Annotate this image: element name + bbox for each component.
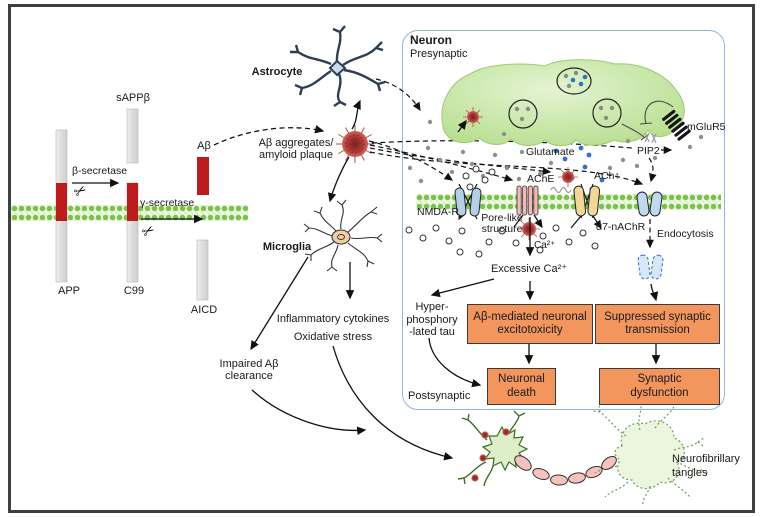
neuron-title: Neuron xyxy=(410,33,452,47)
synaptic-vesicles xyxy=(508,67,622,129)
tangles-label: Neurofibrillary tangles xyxy=(672,453,740,479)
excitotoxicity-box: Aβ-mediated neuronal excitotoxicity xyxy=(467,304,593,344)
abeta-deposits xyxy=(471,428,510,482)
presynaptic-label: Presynaptic xyxy=(410,48,468,60)
postsynaptic-label: Postsynaptic xyxy=(408,390,471,402)
aicd-label: AICD xyxy=(190,304,218,316)
nmda-receptor xyxy=(455,183,482,219)
neuron-box-outline xyxy=(402,30,725,410)
calcium-ions xyxy=(405,165,599,258)
microglia-cell xyxy=(303,199,383,272)
axon-swellings xyxy=(514,455,617,486)
endocytosis-label: Endocytosis xyxy=(657,228,714,240)
abeta-particle-terminal xyxy=(463,107,483,127)
cascade-arrows xyxy=(428,217,661,388)
presynaptic-terminal xyxy=(441,59,691,147)
sappb-label: sAPPβ xyxy=(116,92,150,104)
tangle-neuron xyxy=(592,393,709,506)
pore-label: Pore-like structure xyxy=(481,212,523,235)
oxidative-label: Oxidative stress xyxy=(293,331,373,343)
synaptic-dysfunction-box: Synaptic dysfunction xyxy=(599,368,720,405)
figure-frame xyxy=(8,4,755,513)
glutamate-label: Glutamate xyxy=(526,146,575,158)
microglia-label: Microglia xyxy=(262,241,312,253)
neuronal-death-box: Neuronal death xyxy=(487,368,556,405)
mglur5-label: mGluR5 xyxy=(687,121,726,133)
ache-label: AChE xyxy=(527,173,555,185)
app-label: APP xyxy=(57,285,81,297)
ache-complex xyxy=(550,167,578,194)
astrocyte-cell xyxy=(290,25,386,107)
abeta-label: Aβ xyxy=(197,140,211,152)
vesicle-glutamate-dots xyxy=(514,70,615,122)
nmdar-label: NMDA-R xyxy=(417,206,459,218)
app-bars xyxy=(55,108,209,301)
pip2-label: PIP2 xyxy=(637,145,660,157)
c99-label: C99 xyxy=(123,285,145,297)
pathway-arrows xyxy=(72,125,325,224)
endocytosis-receptor xyxy=(636,191,663,217)
a7-nachr-receptor xyxy=(570,183,601,228)
vesicle-ach-dots xyxy=(570,74,588,87)
inflammatory-label: Inflammatory cytokines xyxy=(276,313,390,325)
tau-label: Hyper- phosphory -lated tau xyxy=(406,301,458,338)
beta-secretase-label: β-secretase xyxy=(72,165,128,177)
gamma-secretase-label: γ-secretase xyxy=(140,197,195,209)
glutamate-dots xyxy=(407,119,704,184)
ach-label: ACh↑ xyxy=(594,170,620,182)
plaque-arrows xyxy=(250,99,454,461)
degenerating-neuron xyxy=(457,393,709,506)
impaired-clearance-label: Impaired Aβ clearance xyxy=(219,358,279,382)
astrocyte-label: Astrocyte xyxy=(251,66,303,78)
mglur5-receptor xyxy=(662,109,691,141)
pore-like-structure xyxy=(513,185,542,240)
amyloid-plaque xyxy=(336,125,374,163)
calcium-label: Ca²⁺ xyxy=(534,240,556,251)
pip2-molecule-icon xyxy=(644,132,657,144)
endocytosed-receptor xyxy=(637,254,664,280)
suppressed-transmission-box: Suppressed synaptic transmission xyxy=(595,304,720,344)
excessive-calcium-label: Excessive Ca²⁺ xyxy=(490,263,568,275)
plaque-label: Aβ aggregates/ amyloid plaque xyxy=(258,137,334,161)
a7nachr-label: α7-nAChR xyxy=(596,221,646,233)
